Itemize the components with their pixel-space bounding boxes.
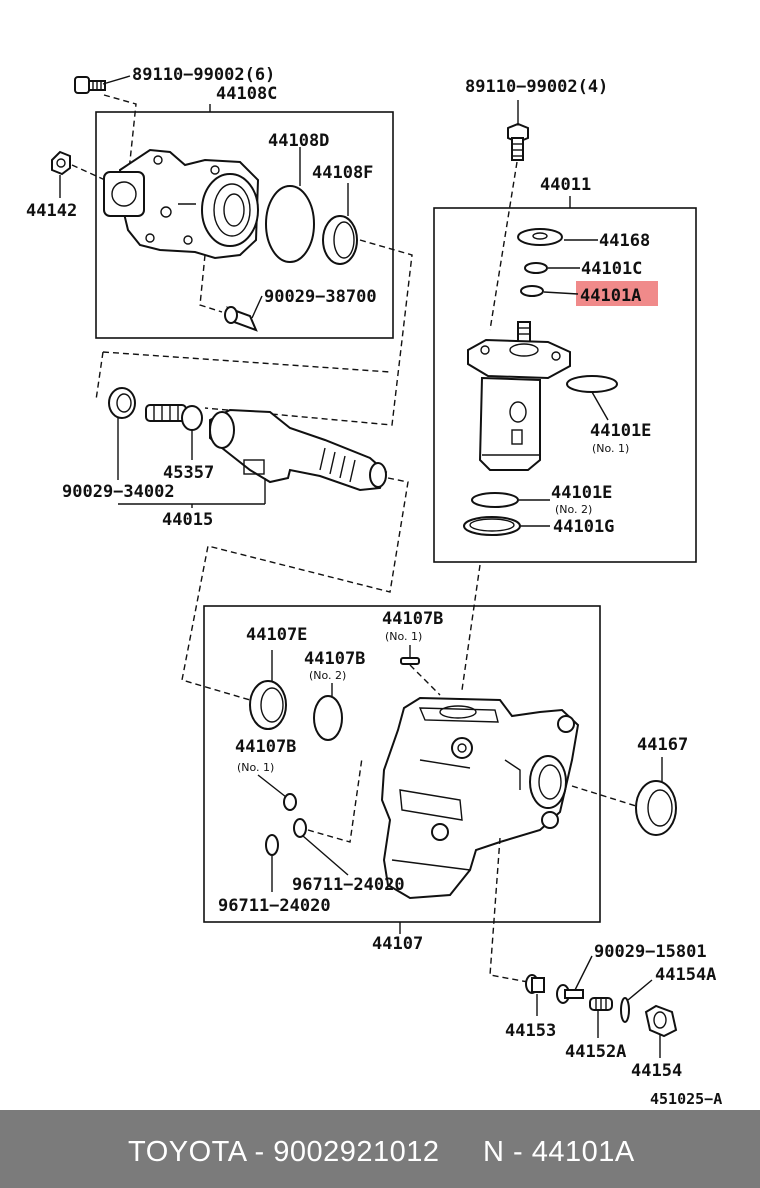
plug-44153: [525, 974, 545, 994]
oring-44154A: [620, 997, 630, 1023]
gear-housing-44107: [380, 696, 580, 900]
label-44153: 44153: [505, 1021, 556, 1041]
label-44108D: 44108D: [268, 131, 329, 151]
label-90029-38700: 90029−38700: [264, 287, 377, 307]
label-44108F: 44108F: [312, 163, 373, 183]
housing-44108C: [103, 148, 260, 260]
label-44101A: 44101A: [580, 286, 641, 306]
label-44101E-no1: 44101E: [590, 421, 651, 441]
label-44142: 44142: [26, 201, 77, 221]
oring-44107B-no2: [313, 695, 343, 741]
box-44011: [433, 207, 697, 563]
label-44107E: 44107E: [246, 625, 307, 645]
nut-44142: [51, 150, 71, 176]
parts-diagram: 89110−99002(6) 44108C 44108D 44108F 4414…: [26, 65, 722, 1108]
ring-44101G: [463, 516, 521, 536]
nut-44101C: [524, 262, 548, 274]
label-44168: 44168: [599, 231, 650, 251]
note-44107B-no2: (No. 2): [309, 669, 346, 682]
oring-44101E-no1: [566, 375, 618, 393]
label-45357: 45357: [163, 463, 214, 483]
label-89110-99002-4: 89110−99002(4): [465, 77, 608, 97]
label-44108C: 44108C: [216, 84, 277, 104]
label-44101G: 44101G: [553, 517, 614, 537]
label-96711-24020-a: 96711−24020: [218, 896, 331, 916]
nut-90029-34002: [108, 387, 136, 419]
label-44011: 44011: [540, 175, 591, 195]
label-44015: 44015: [162, 510, 213, 530]
bolt-89110-99002-4: [507, 122, 529, 161]
control-valve-44011: [467, 321, 571, 471]
label-90029-15801: 90029−15801: [594, 942, 707, 962]
box-44108C: [95, 111, 394, 339]
label-44101E-no2: 44101E: [551, 483, 612, 503]
label-44107: 44107: [372, 934, 423, 954]
washer-44168: [517, 228, 563, 246]
label-90029-34002: 90029−34002: [62, 482, 175, 502]
note-44101E-no1: (No. 1): [592, 442, 629, 455]
note-44107B-left: (No. 1): [237, 761, 274, 774]
highlight-44101A: [576, 281, 658, 306]
oring-96711-24020-b: [293, 818, 307, 838]
label-44107B-top: 44107B: [382, 609, 443, 629]
oring-44101E-no2: [471, 492, 519, 508]
label-44107B-no2: 44107B: [304, 649, 365, 669]
label-44167: 44167: [637, 735, 688, 755]
pin-90029-15801: [556, 984, 584, 1004]
pin-90029-38700: [224, 306, 258, 332]
seal-44107E: [249, 680, 287, 730]
plug-44154: [644, 1004, 678, 1038]
footer-brand-part-number: TOYOTA - 9002921012: [128, 1136, 440, 1168]
seal-44107B-no1-top: [400, 657, 420, 665]
bolt-89110-99002-6: [74, 76, 106, 94]
washer-44101A: [520, 285, 544, 297]
diagram-code: 451025−A: [650, 1090, 722, 1108]
note-44107B-top: (No. 1): [385, 630, 422, 643]
label-44154: 44154: [631, 1061, 682, 1081]
label-44154A: 44154A: [655, 965, 716, 985]
label-44107B-left: 44107B: [235, 737, 296, 757]
footer-bar: TOYOTA - 9002921012 N - 44101A: [0, 1110, 760, 1188]
label-44101C: 44101C: [581, 259, 642, 279]
note-44101E-no2: (No. 2): [555, 503, 592, 516]
box-44107: [203, 605, 601, 923]
oring-44108D: [265, 185, 315, 263]
label-89110-99002-6: 89110−99002(6): [132, 65, 275, 85]
oring-44107B-no1-left: [283, 793, 297, 811]
oring-96711-24020-a: [265, 834, 279, 856]
screw-45357: [145, 404, 203, 431]
seal-44167: [635, 780, 677, 836]
spring-44152A: [589, 997, 613, 1011]
label-44152A: 44152A: [565, 1042, 626, 1062]
sector-shaft-44015: [209, 408, 388, 492]
label-96711-24020-b: 96711−24020: [292, 875, 405, 895]
seal-44108F: [322, 215, 358, 265]
footer-reference-number: N - 44101A: [483, 1136, 635, 1168]
